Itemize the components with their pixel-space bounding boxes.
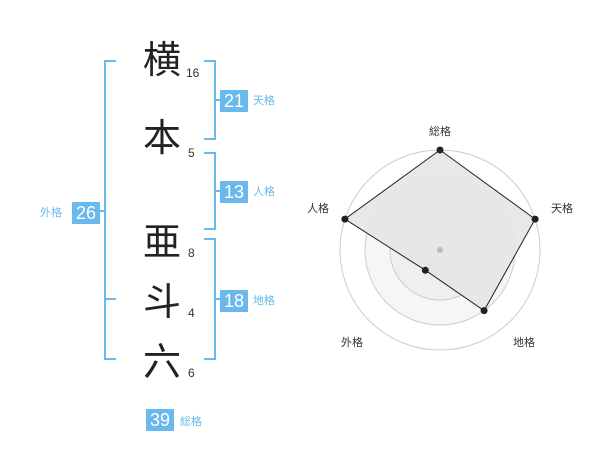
- name-char-5: 六: [142, 340, 181, 384]
- gaikaku-divider-tick: [104, 298, 116, 300]
- radar-center-dot: [437, 247, 443, 253]
- stroke-count-1: 16: [186, 66, 200, 80]
- stroke-count-2: 5: [188, 146, 195, 160]
- radar-point: [480, 307, 488, 315]
- radar-points: [341, 146, 539, 315]
- chikaku-value: 18: [220, 290, 248, 312]
- jinkaku-label: 人格: [253, 185, 275, 198]
- name-char-1: 横: [142, 38, 181, 82]
- gaikaku-tick: [98, 210, 104, 212]
- stroke-count-4: 4: [188, 306, 195, 320]
- chikaku-bracket: [204, 238, 216, 360]
- soukaku-value: 39: [146, 409, 174, 431]
- chikaku-label: 地格: [253, 294, 275, 307]
- name-char-4: 斗: [142, 280, 181, 324]
- jinkaku-bracket: [204, 152, 216, 230]
- radar-point: [421, 266, 429, 274]
- radar-axis-jinkaku: 人格: [307, 201, 329, 215]
- tenkaku-bracket: [204, 60, 216, 140]
- radar-point: [436, 146, 444, 154]
- jinkaku-value: 13: [220, 181, 248, 203]
- soukaku-label: 総格: [180, 415, 202, 428]
- tenkaku-tick: [216, 99, 222, 101]
- stroke-count-5: 6: [188, 366, 195, 380]
- radar-axis-tenkaku: 天格: [551, 201, 573, 215]
- tenkaku-value: 21: [220, 90, 248, 112]
- name-char-3: 亜: [142, 220, 181, 264]
- radar-point: [341, 215, 349, 223]
- radar-axis-soukaku: 総格: [429, 124, 451, 138]
- fortune-radar-chart: 総格 天格 地格 外格 人格: [307, 124, 573, 351]
- name-char-2: 本: [142, 116, 181, 160]
- radar-point: [531, 215, 539, 223]
- gaikaku-bracket: [104, 60, 116, 360]
- radar-value-polygon: [344, 149, 536, 312]
- gaikaku-value: 26: [72, 202, 100, 224]
- radar-axis-chikaku: 地格: [513, 335, 535, 349]
- stroke-count-3: 8: [188, 246, 195, 260]
- chikaku-tick: [216, 298, 222, 300]
- gaikaku-label: 外格: [40, 206, 62, 219]
- radar-axis-gaikaku: 外格: [341, 335, 363, 349]
- jinkaku-tick: [216, 190, 222, 192]
- tenkaku-label: 天格: [253, 94, 275, 107]
